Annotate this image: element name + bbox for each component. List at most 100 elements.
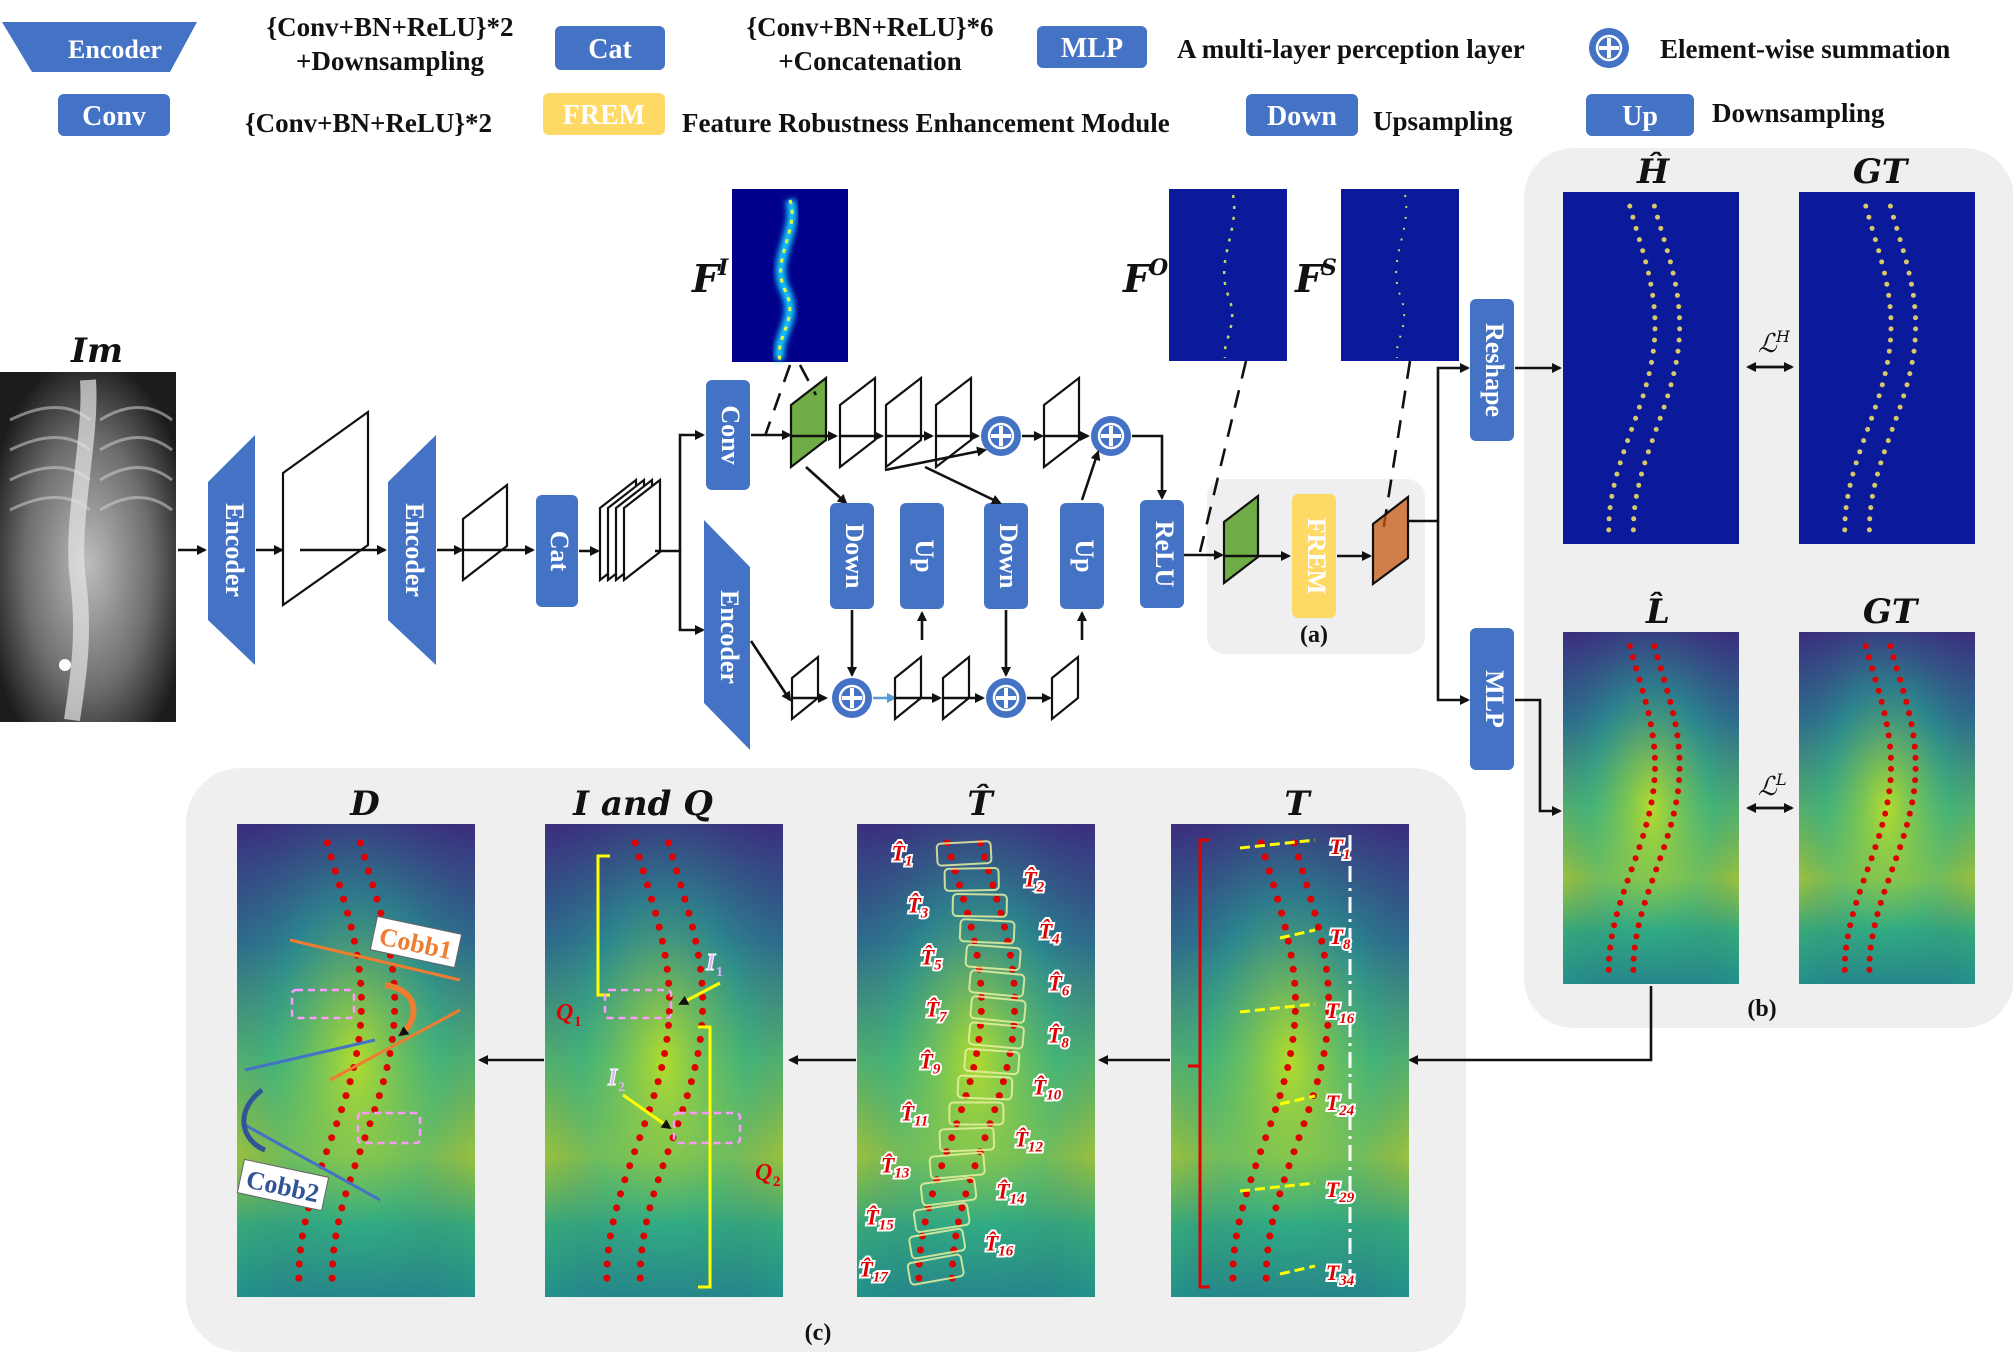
landmark-dot [654, 1176, 662, 1184]
landmark-dot [1614, 471, 1620, 477]
landmark-dot [1639, 687, 1646, 694]
frem-block-label: FREM [1302, 518, 1331, 595]
landmark-dot [1606, 955, 1613, 962]
landmark-dot [654, 1078, 662, 1086]
landmark-dot [1673, 359, 1679, 365]
landmark-dot [1912, 765, 1919, 772]
landmark-dot [1890, 654, 1897, 661]
landmark-dot [958, 1106, 965, 1114]
landmark-dot [1676, 765, 1683, 772]
landmark-dot [1624, 877, 1631, 884]
landmark-dot [681, 895, 689, 903]
landmark-dot [658, 1064, 666, 1071]
landmark-dot [1325, 1007, 1333, 1015]
landmark-dot [1657, 415, 1663, 421]
landmark-dot [641, 1120, 649, 1128]
landmark-dot [1868, 505, 1874, 511]
landmark-dot [665, 839, 673, 847]
landmark-dot [1913, 315, 1918, 321]
landmark-dot [1654, 654, 1661, 661]
relu-block [1140, 500, 1184, 608]
landmark-dot [1866, 966, 1873, 973]
landmark-dot [665, 979, 673, 987]
landmark-dot [639, 867, 647, 875]
legend-sum-desc: Element-wise summation [1660, 34, 1950, 64]
cat-block [536, 495, 578, 607]
landmark-dot [1841, 966, 1848, 973]
landmark-dot [1642, 698, 1649, 705]
landmark-dot [1272, 1204, 1280, 1212]
feature-map-stack [598, 477, 662, 583]
landmark-dot [1885, 877, 1892, 884]
svg-text:I: I [705, 950, 717, 976]
mlp-block-label: MLP [1480, 670, 1509, 728]
landmark-dot [916, 1246, 924, 1254]
landmark-dot [1909, 359, 1915, 365]
landmark-dot [698, 979, 706, 987]
legend-down-block [1246, 94, 1358, 136]
landmark-dot [1285, 1162, 1293, 1170]
q2-label: Q 2 [755, 1160, 781, 1190]
landmark-dot [1904, 821, 1910, 828]
landmark-dot [1903, 259, 1909, 265]
gt2-title: GT [1863, 592, 1920, 632]
image-t-hat [857, 824, 1095, 1297]
landmark-dot [1632, 855, 1639, 862]
landmark-dot [342, 1092, 350, 1100]
landmark-dot [1635, 922, 1642, 929]
landmark-dot [1867, 944, 1874, 951]
landmark-dot [603, 1260, 611, 1268]
landmark-dot [1886, 348, 1892, 354]
landmark-dot [1267, 1120, 1275, 1128]
fm-top-4 [1042, 375, 1081, 470]
landmark-dot [1270, 881, 1277, 889]
landmark-dot [1912, 777, 1919, 784]
tangent-line [1279, 1094, 1316, 1106]
landmark-dot [371, 1106, 379, 1114]
encoder-block-3 [704, 520, 750, 750]
legend-encoder-desc1: {Conv+BN+ReLU}*2 [266, 12, 513, 42]
landmark-dot [1303, 881, 1311, 889]
landmark-dot [1629, 654, 1636, 661]
up-block-2 [1060, 503, 1104, 609]
landmark-dot [338, 1106, 345, 1114]
landmark-dot [1906, 710, 1913, 717]
landmark-dot [1866, 527, 1872, 533]
landmark-dot [1645, 710, 1652, 717]
landmark-dot [1642, 460, 1648, 466]
landmark-dot [355, 1035, 363, 1043]
landmark-dot [1877, 899, 1884, 906]
svg-text:Q: Q [556, 1000, 573, 1026]
landmark-dot [694, 1050, 702, 1057]
landmark-dot [1648, 281, 1654, 287]
landmark-dot [1633, 493, 1639, 499]
landmark-dot [929, 1190, 936, 1198]
cat-block-label: Cat [545, 531, 574, 572]
t-hat-label: T̂11 [901, 1101, 929, 1130]
vertebra-box [968, 969, 1026, 998]
landmark-dot [1865, 426, 1871, 432]
landmark-dot [1909, 799, 1916, 806]
landmark-dot [915, 1274, 923, 1282]
t-hat-label: T̂14 [996, 1179, 1025, 1208]
landmark-dot [1608, 933, 1615, 940]
landmark-dot [327, 853, 335, 861]
legend-mlp-block [1037, 26, 1147, 68]
landmark-dot [921, 1218, 929, 1226]
up-block-1-label: Up [910, 539, 939, 572]
landmark-dot [1633, 665, 1640, 672]
landmark-dot [1675, 743, 1682, 750]
legend-cat-desc1: {Conv+BN+ReLU}*6 [746, 12, 993, 42]
landmark-dot [1649, 877, 1656, 884]
fm-frem-orange [1371, 494, 1410, 587]
landmark-dot [1872, 404, 1878, 410]
landmark-dot [1882, 270, 1887, 276]
svg-text:2: 2 [773, 1174, 781, 1190]
landmark-dot [1676, 304, 1682, 310]
landmark-dot [329, 1260, 337, 1268]
landmark-dot [1235, 1218, 1243, 1226]
landmark-dot [383, 1064, 391, 1071]
landmark-dot [1910, 292, 1916, 298]
landmark-dot [338, 1204, 346, 1212]
landmark-dot [391, 993, 399, 1001]
